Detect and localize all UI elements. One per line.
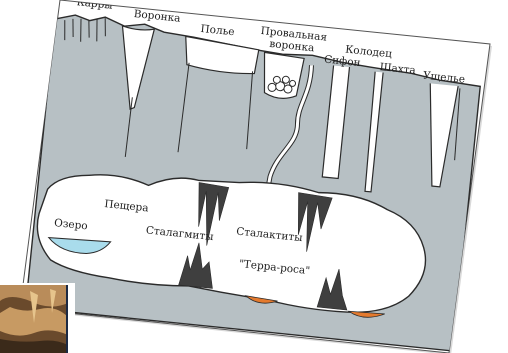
cave-photo [0, 283, 75, 353]
